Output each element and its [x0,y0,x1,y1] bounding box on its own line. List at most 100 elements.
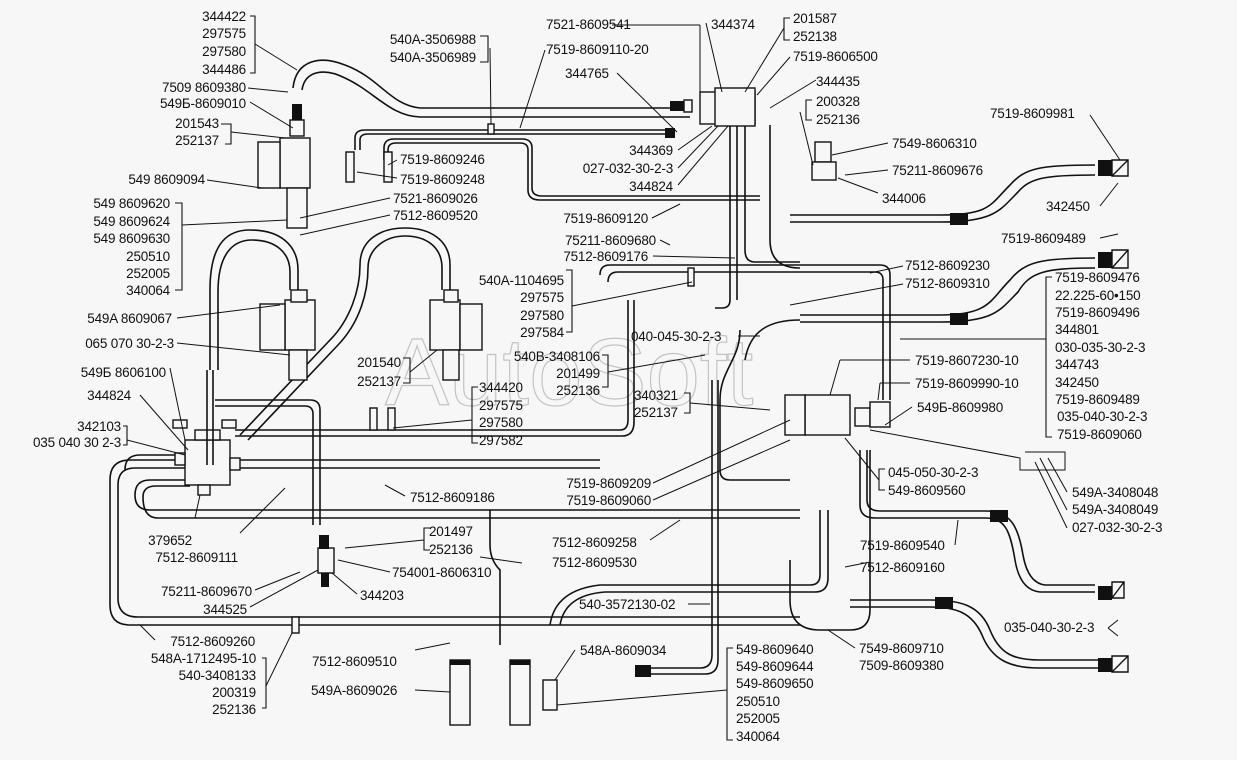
label-344824-top: 344824 [629,179,674,194]
sensor-344420-b [387,407,396,431]
label-344743: 344743 [1055,357,1099,372]
elbow-fitting-2 [1111,249,1129,269]
label-549-8609094: 549 8609094 [128,172,205,187]
label-7519-8609060-r: 7519-8609060 [1057,427,1142,442]
pipe-loop-left-upper-b [215,405,314,525]
tee-thread-top [319,535,329,549]
label-549b-8606100: 549Б 8606100 [81,365,166,380]
label-7519-8609110-20: 7519-8609110-20 [546,42,649,57]
cylinder-mid [509,659,531,726]
pipe-7512-8609230 [599,264,891,400]
label-252138: 252138 [793,29,837,44]
label-252137: 252137 [175,133,219,148]
label-548a-1712495-10: 548A-1712495-10 [151,651,256,666]
top-valve-thread [670,101,684,111]
clip-bottom-left [291,616,300,634]
pipe-vertical-a [715,125,731,309]
label-252136-valve: 252136 [816,112,860,127]
label-7512-8609258: 7512-8609258 [552,535,637,550]
hose-thread-r7 [935,597,953,609]
center-valve-tee [869,401,891,428]
top-valve-nut [683,99,693,113]
label-201497: 201497 [429,524,473,539]
label-7519-8609209: 7519-8609209 [566,476,651,491]
center-valve-block [804,394,851,436]
label-344420: 344420 [479,380,523,395]
label-297575-center: 297575 [520,290,564,305]
gauge-mid [429,299,461,351]
label-344801: 344801 [1055,322,1099,337]
label-344422: 344422 [202,9,246,24]
label-75211-8609676: 75211-8609676 [892,163,983,178]
label-549-8609630: 549 8609630 [93,231,170,246]
center-valve-left [784,394,806,436]
label-7519-8609246: 7519-8609246 [400,152,485,167]
gauge-mid-nut [443,289,459,303]
label-201587: 201587 [793,11,837,26]
hose-thread-r3 [950,313,968,325]
label-7519-8609120: 7519-8609120 [563,211,648,226]
cylinder-548a-8609034 [542,679,558,711]
pipe-top-hose-inner [301,71,690,118]
label-065-070: 065 070 30-2-3 [85,336,174,351]
label-201540: 201540 [357,355,401,370]
hose-thread-r6 [1098,586,1112,600]
valve-left-port-5 [221,419,237,429]
gauge-mid-left-stem [288,349,308,381]
pipe-7512-8609111-b [142,485,800,519]
label-252137-mid: 252137 [357,374,401,389]
label-250510: 250510 [126,249,170,264]
gauge-mid-flange [459,303,483,351]
label-035-040-left: 035 040 30 2-3 [33,435,121,450]
top-valve-block-body [714,87,756,127]
tee-thread-bottom [321,573,329,587]
label-549b-8609010: 549Б-8609010 [160,96,246,111]
label-549b-8609980: 549Б-8609980 [917,400,1003,415]
label-252137-center: 252137 [634,405,678,420]
top-valve-plug [665,128,675,138]
label-7519-8609990-10: 7519-8609990-10 [915,376,1019,391]
pipe-top-hose [292,59,690,109]
label-7519-8609981: 7519-8609981 [990,106,1075,121]
label-297582: 297582 [479,433,523,448]
label-344765: 344765 [565,66,609,81]
label-7512-8609176: 7512-8609176 [563,249,648,264]
pipe-right-hose-2b [800,267,1096,323]
hose-thread-r4 [1098,252,1112,268]
pipe-right-hose-1b [790,174,1096,223]
pipe-7512-8609186 [235,300,629,431]
label-7519-8609060-center: 7519-8609060 [566,493,651,508]
label-549-8609644: 549-8609644 [736,659,814,674]
label-7519-8609489: 7519-8609489 [1001,231,1086,246]
gauge-top-left-thread [292,104,302,120]
elbow-fitting-1 [1111,159,1129,177]
label-7512-8609310: 7512-8609310 [905,276,990,291]
hose-thread-r1 [950,213,968,225]
label-344006: 344006 [882,191,926,206]
parts [172,87,1129,726]
label-7519-8609476: 7519-8609476 [1055,270,1140,285]
label-549a-3408048: 549A-3408048 [1072,485,1158,500]
label-549-8609650: 549-8609650 [736,676,813,691]
label-7519-8609496: 7519-8609496 [1055,305,1140,320]
gauge-mid-left-nut [290,289,308,303]
label-297575: 297575 [202,26,246,41]
label-027-032-valve: 027-032-30-2-3 [1072,520,1162,535]
label-7512-8609160: 7512-8609160 [860,560,945,575]
label-340064-b: 340064 [736,729,781,744]
pipe-gauge-hose-2b [247,235,443,441]
center-valve-port-right [854,407,871,427]
label-252005: 252005 [126,266,170,281]
label-540-3408133: 540-3408133 [179,668,256,683]
sensor-7519-8609246 [383,151,393,183]
label-540a-1104695: 540A-1104695 [479,273,564,288]
pipe-7519-8609110-b [359,133,675,150]
label-7521-8609026: 7521-8609026 [393,191,478,206]
pipe-548a [650,380,713,669]
label-342450: 342450 [1046,199,1090,214]
gauge-mid-left-flange [259,303,286,351]
label-035-040-br: 035-040-30-2-3 [1004,620,1094,635]
pipe-540-3572130 [549,510,821,626]
